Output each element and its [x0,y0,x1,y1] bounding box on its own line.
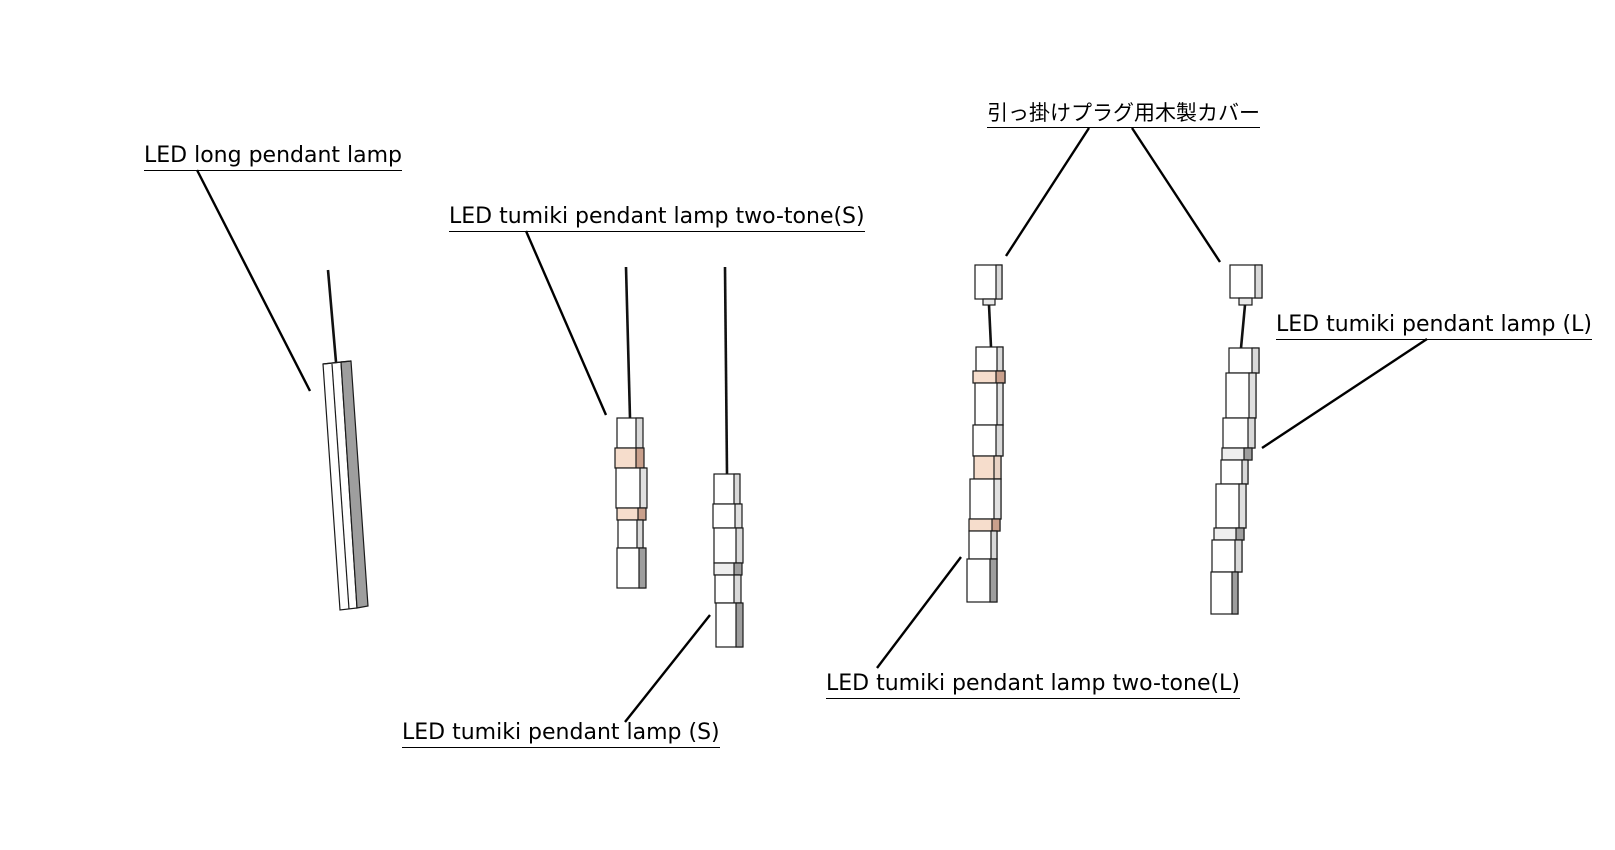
block-side [1231,571,1239,615]
cover-collar [1238,297,1253,306]
block-side [989,558,998,603]
accent-block-side [993,455,1002,480]
leader-lines [195,127,1428,723]
block-side [638,547,647,589]
block-side [735,527,744,564]
block-side [996,382,1004,426]
tumiki-two-tone-s [614,266,648,589]
accent-block-side [991,518,1001,532]
leader-tumiki-l [1261,337,1428,450]
block-side [733,562,743,576]
block-side [1235,527,1245,541]
accent-block-side [995,370,1006,384]
leader-tumiki-s [624,614,711,723]
block-side [734,503,743,529]
block-side [1234,539,1243,573]
label-tumiki-two-tone-l: LED tumiki pendant lamp two-tone(L) [826,671,1240,699]
block-side [996,346,1004,372]
power-cord [624,266,632,419]
label-tumiki-l: LED tumiki pendant lamp (L) [1276,312,1592,340]
block-side [1241,459,1249,485]
block-side [733,473,741,505]
label-tumiki-s: LED tumiki pendant lamp (S) [402,720,720,748]
long-pendant-lamp [322,269,369,611]
label-long-pendant-lamp: LED long pendant lamp [144,143,403,171]
block-side [1248,372,1257,419]
block-side [636,519,644,549]
power-cord [1239,304,1247,349]
leader-long-lamp [195,169,312,392]
block-side [639,467,648,509]
leader-two-tone-l [876,556,962,669]
wooden-cover-side [995,264,1003,300]
label-tumiki-two-tone-s: LED tumiki pendant lamp two-tone(S) [449,204,865,232]
tumiki-s [712,266,744,648]
block-side [995,424,1004,457]
leader-cover-right [1130,127,1222,263]
block-side [1243,447,1253,461]
block-side [990,530,998,560]
wooden-cover-side [1254,264,1263,299]
block-side [1238,483,1247,529]
block-side [1251,347,1260,374]
tumiki-two-tone-l [966,264,1006,603]
cover-collar [982,298,996,306]
tumiki-l [1210,264,1263,615]
power-cord [723,266,729,475]
power-cord [987,304,993,348]
power-cord [326,269,338,363]
block-side [1247,417,1256,449]
block-side [635,417,644,449]
label-wooden-cover: 引っ掛けプラグ用木製カバー [987,100,1260,128]
block-side [735,602,744,648]
accent-block-side [637,507,647,521]
leader-two-tone-s [524,230,608,416]
leader-cover-left [1004,127,1091,257]
block-side [733,574,742,604]
accent-block-side [635,447,645,469]
block-side [993,478,1002,520]
lamp-bar-top [322,360,352,365]
lamp-bar-groove [331,363,350,610]
